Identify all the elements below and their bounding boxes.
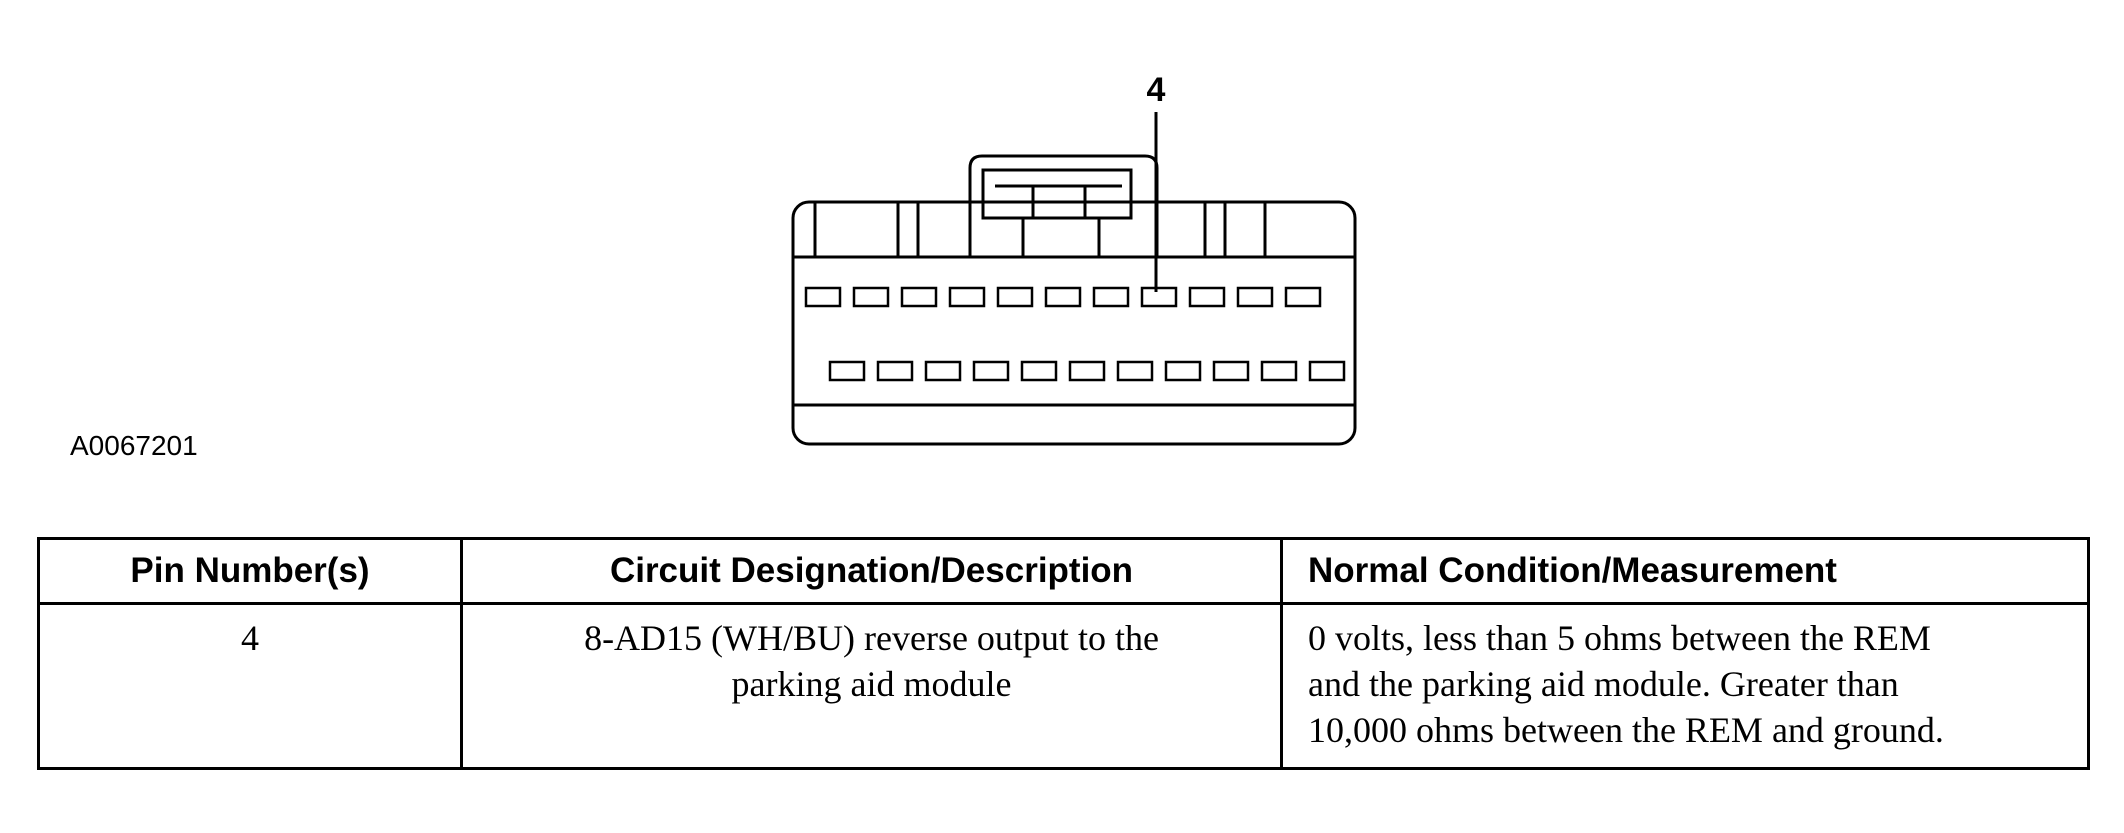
table-row: 4 8-AD15 (WH/BU) reverse output to the p… <box>37 602 2090 770</box>
pin-cavity <box>1140 286 1178 308</box>
cell-condition: 0 volts, less than 5 ohms between the RE… <box>1280 602 2090 770</box>
callout-label-pin: 4 <box>1147 71 1166 109</box>
pin-row-bottom <box>828 360 1346 382</box>
header-pin-number: Pin Number(s) <box>37 537 463 605</box>
pin-cavity <box>972 360 1010 382</box>
pin-cavity <box>1308 360 1346 382</box>
cell-pin: 4 <box>37 602 463 770</box>
pin-cavity <box>924 360 962 382</box>
pin-table: Pin Number(s) Circuit Designation/Descri… <box>37 537 2090 770</box>
condition-line: and the parking aid module. Greater than <box>1308 664 1899 704</box>
pin-cavity <box>828 360 866 382</box>
pin-cavity <box>1260 360 1298 382</box>
circuit-line: 8-AD15 (WH/BU) reverse output to the <box>584 618 1159 658</box>
pin-cavity <box>1044 286 1082 308</box>
pin-cavity <box>1116 360 1154 382</box>
connector-body <box>791 200 1357 446</box>
pin-cavity <box>1284 286 1322 308</box>
pin-value: 4 <box>241 618 259 658</box>
pin-cavity <box>1164 360 1202 382</box>
cell-circuit: 8-AD15 (WH/BU) reverse output to the par… <box>460 602 1283 770</box>
circuit-line: parking aid module <box>731 664 1012 704</box>
pin-cavity <box>1092 286 1130 308</box>
connector-diagram: 4 <box>791 71 1357 446</box>
figure-id: A0067201 <box>70 430 198 461</box>
pin-cavity <box>996 286 1034 308</box>
pin-cavity <box>1236 286 1274 308</box>
pin-cavity <box>852 286 890 308</box>
table-header-row: Pin Number(s) Circuit Designation/Descri… <box>37 537 2090 605</box>
header-condition: Normal Condition/Measurement <box>1280 537 2090 605</box>
pin-cavity <box>876 360 914 382</box>
pin-cavity <box>1068 360 1106 382</box>
pin-row-top <box>804 286 1322 308</box>
condition-line: 10,000 ohms between the REM and ground. <box>1308 710 1944 750</box>
condition-line: 0 volts, less than 5 ohms between the RE… <box>1308 618 1931 658</box>
pin-cavity <box>1212 360 1250 382</box>
header-circuit: Circuit Designation/Description <box>460 537 1283 605</box>
pin-cavity <box>1188 286 1226 308</box>
pin-cavity <box>900 286 938 308</box>
pin-cavity <box>1020 360 1058 382</box>
pin-cavity <box>948 286 986 308</box>
pin-cavity <box>804 286 842 308</box>
